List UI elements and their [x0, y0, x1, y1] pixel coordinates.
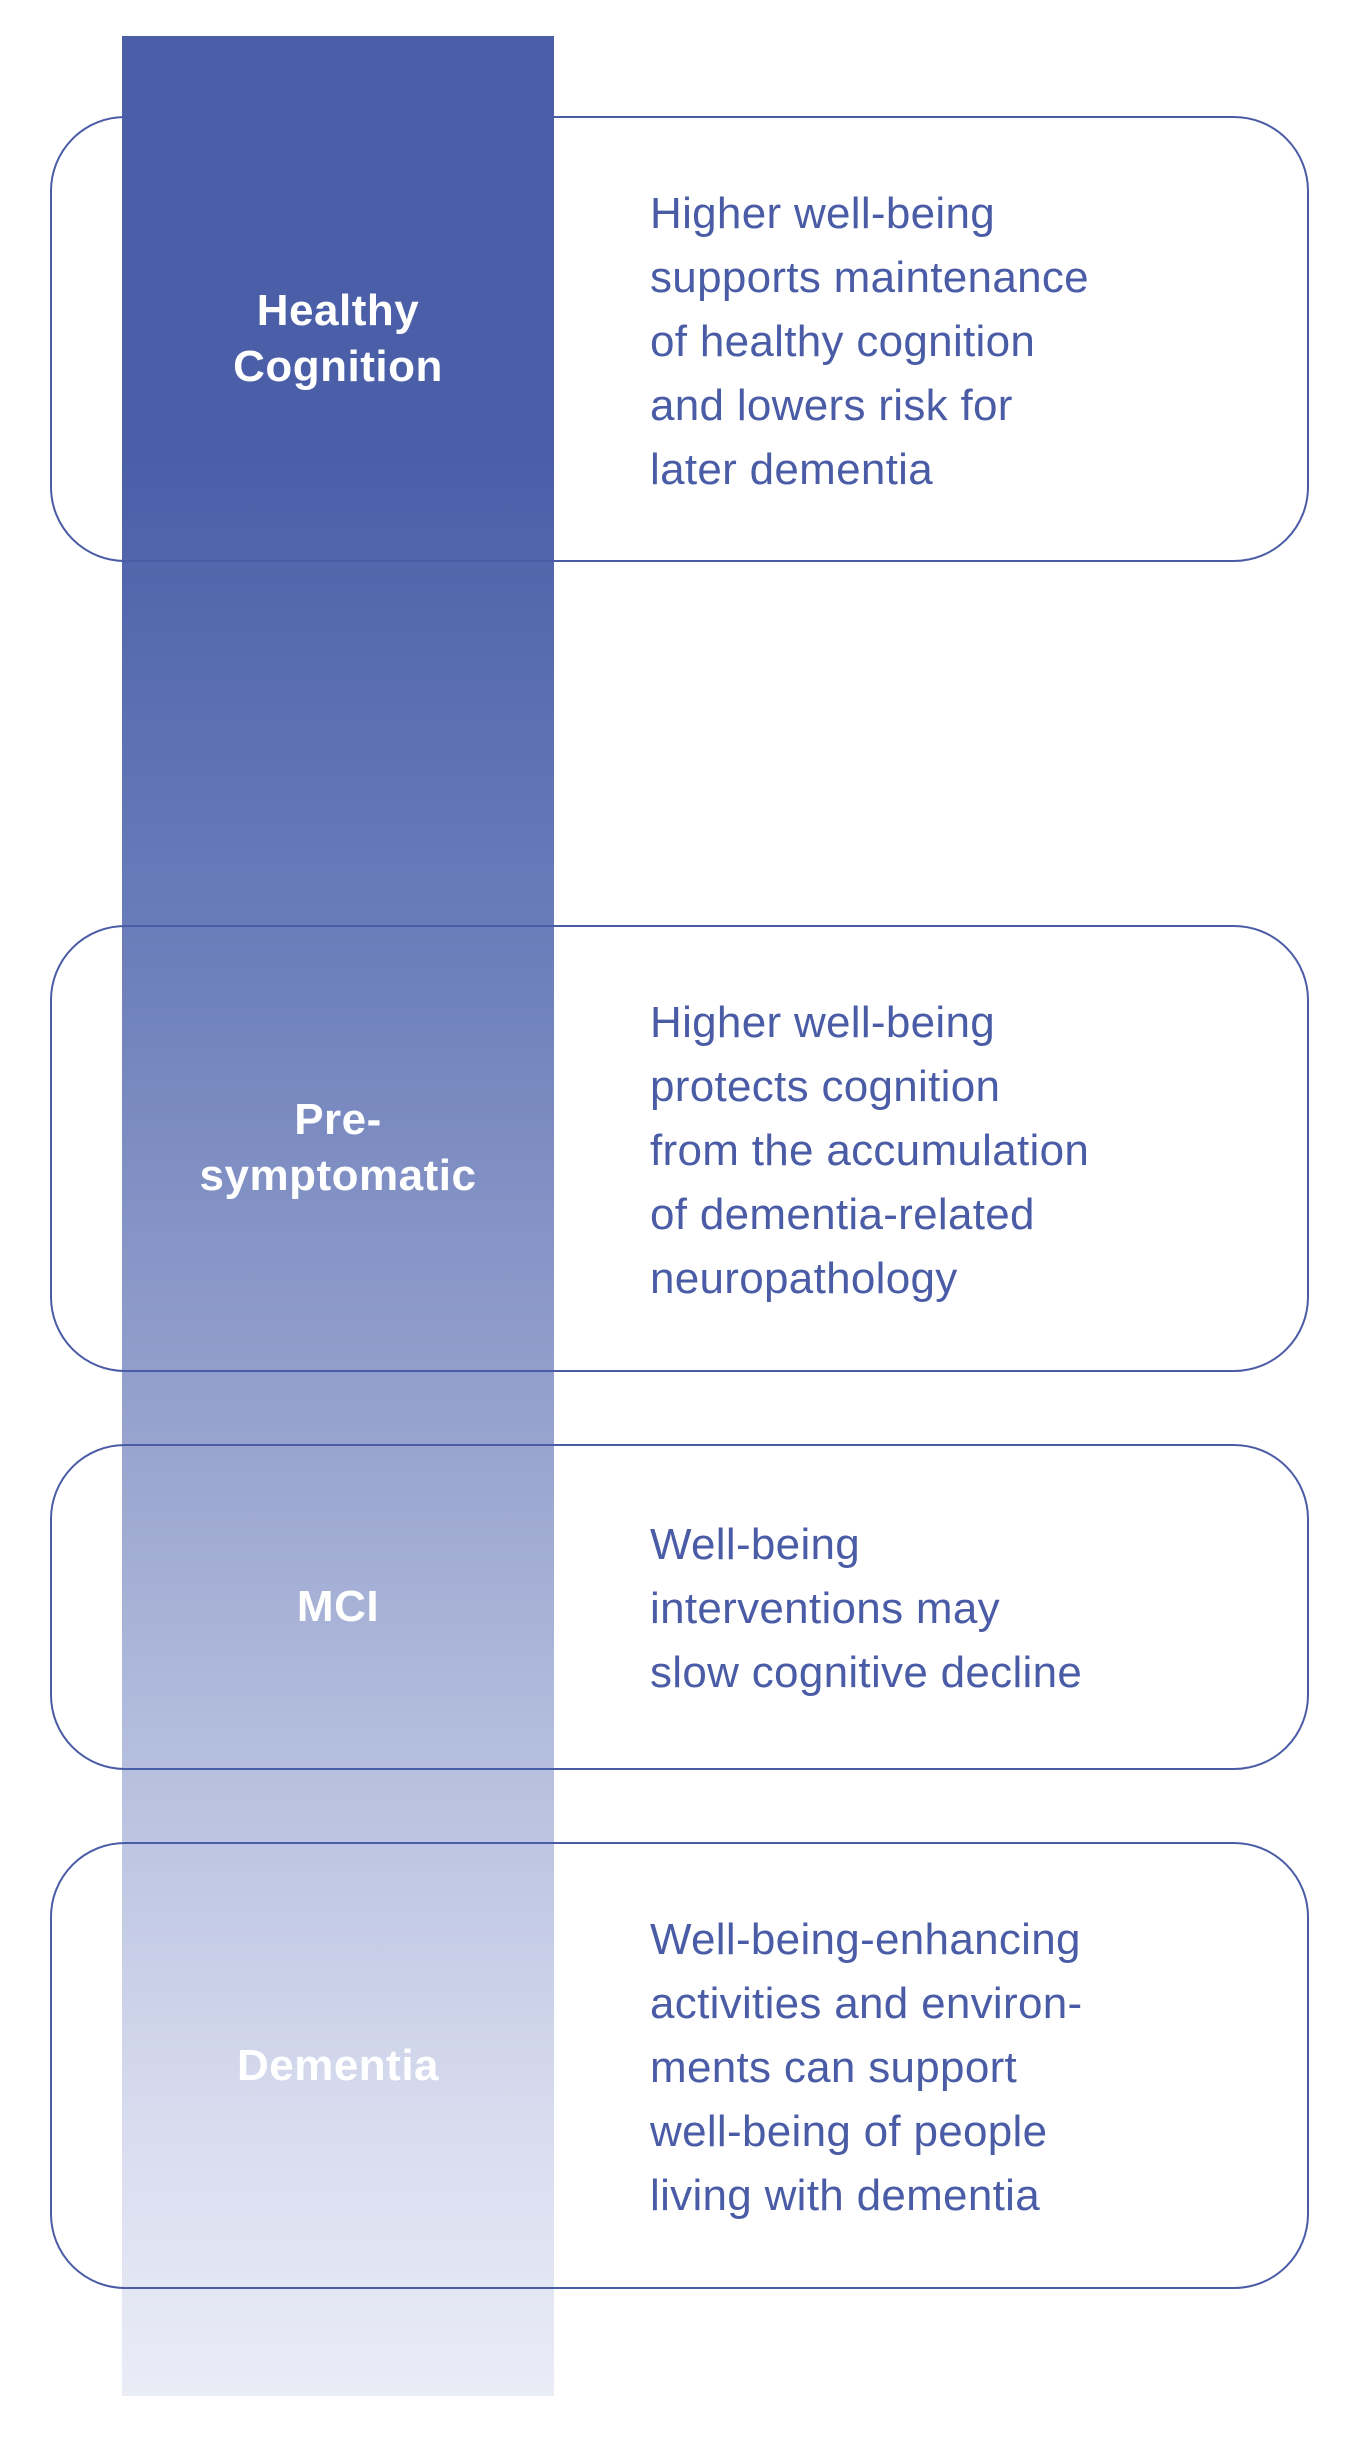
stage-box-dementia [50, 1842, 1309, 2289]
description-line: Higher well-being [650, 998, 996, 1047]
stage-description-mci: Well-being interventions may slow cognit… [650, 1513, 1290, 1705]
description-line: ments can support [650, 2043, 1018, 2092]
stage-description-presymptomatic: Higher well-being protects cognition fro… [650, 991, 1290, 1311]
stage-label-dementia: Dementia [122, 2038, 554, 2094]
cognitive-decline-gradient-bar [122, 36, 554, 2396]
description-line: of healthy cognition [650, 317, 1036, 366]
stage-box-mci [50, 1444, 1309, 1770]
stage-description-dementia: Well-being-enhancing activities and envi… [650, 1908, 1290, 2228]
description-line: Higher well-being [650, 189, 996, 238]
stage-box-healthy-cognition [50, 116, 1309, 562]
description-line: protects cognition [650, 1062, 1001, 1111]
stage-label-line: Dementia [236, 2041, 440, 2090]
description-line: later dementia [650, 445, 934, 494]
description-line: slow cognitive decline [650, 1648, 1083, 1697]
description-line: activities and environ- [650, 1979, 1083, 2028]
description-line: interventions may [650, 1584, 1000, 1633]
stage-label-line: Healthy [256, 286, 420, 335]
stage-label-mci: MCI [122, 1579, 554, 1635]
stage-label-line: Pre- [294, 1095, 382, 1144]
stage-label-healthy-cognition: Healthy Cognition [122, 283, 554, 395]
stage-label-presymptomatic: Pre- symptomatic [122, 1092, 554, 1204]
stage-box-presymptomatic [50, 925, 1309, 1372]
description-line: Well-being [650, 1520, 861, 1569]
description-line: from the accumulation [650, 1126, 1090, 1175]
stage-description-healthy-cognition: Higher well-being supports maintenance o… [650, 182, 1290, 502]
description-line: and lowers risk for [650, 381, 1013, 430]
description-line: well-being of people [650, 2107, 1048, 2156]
stage-label-line: MCI [296, 1582, 380, 1631]
stage-label-line: Cognition [233, 342, 443, 391]
stage-label-line: symptomatic [199, 1151, 477, 1200]
description-line: neuropathology [650, 1254, 958, 1303]
description-line: of dementia-related [650, 1190, 1035, 1239]
description-line: living with dementia [650, 2171, 1040, 2220]
description-line: Well-being-enhancing [650, 1915, 1081, 1964]
description-line: supports maintenance [650, 253, 1089, 302]
